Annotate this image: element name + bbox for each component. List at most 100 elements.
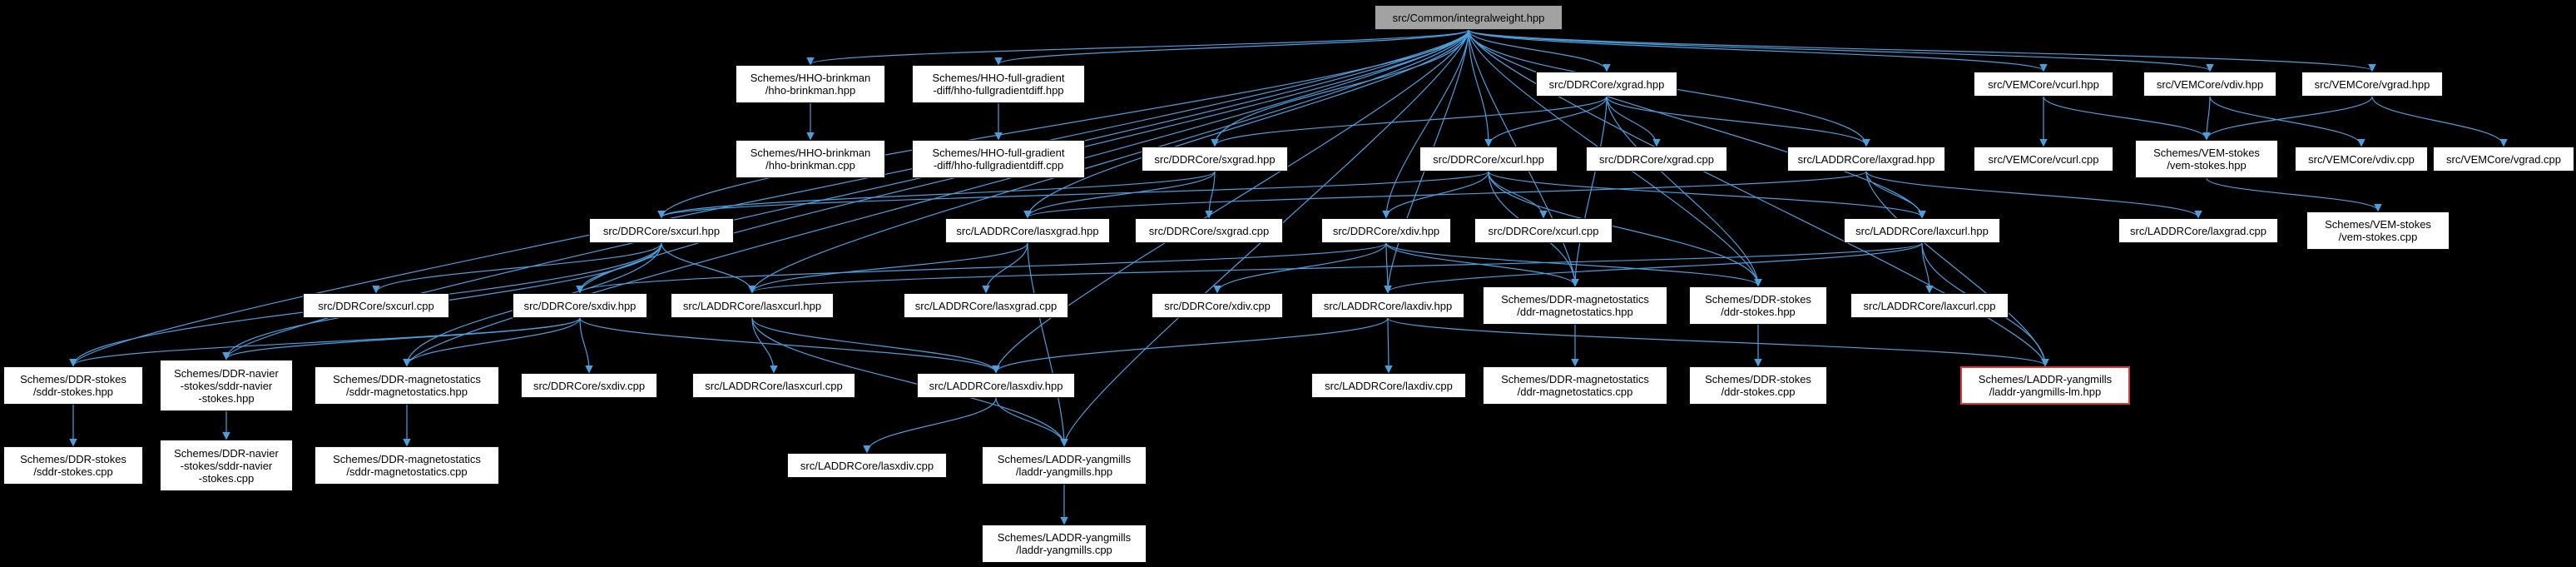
- graph-node-laddr_ym_lm_hpp[interactable]: Schemes/LADDR-yangmills/laddr-yangmills-…: [1960, 366, 2130, 405]
- graph-edge: [1606, 96, 1870, 147]
- graph-node-hho_brinkman_hpp[interactable]: Schemes/HHO-brinkman/hho-brinkman.hpp: [736, 65, 885, 103]
- graph-node-label: Schemes/HHO-full-gradient: [932, 147, 1065, 159]
- graph-edge: [1027, 242, 1068, 447]
- graph-node-laddr_ym_cpp[interactable]: Schemes/LADDR-yangmills/laddr-yangmills.…: [982, 525, 1147, 563]
- graph-node-laxcurl_hpp[interactable]: src/LADDRCore/laxcurl.hpp: [1844, 218, 2000, 243]
- graph-node-ddr_mag_hpp[interactable]: Schemes/DDR-magnetostatics/ddr-magnetost…: [1483, 286, 1667, 325]
- graph-edge: [2206, 177, 2382, 212]
- graph-node-label: src/Common/integralweight.hpp: [1392, 11, 1545, 24]
- graph-edge: [1484, 96, 1608, 147]
- graph-node-sxcurl_cpp[interactable]: src/DDRCore/sxcurl.cpp: [303, 293, 449, 318]
- graph-node-sddr_mag_cpp[interactable]: Schemes/DDR-magnetostatics/sddr-magnetos…: [315, 446, 499, 485]
- graph-node-label: /ddr-stokes.hpp: [1721, 306, 1796, 318]
- graph-node-laxcurl_cpp[interactable]: src/LADDRCore/laxcurl.cpp: [1850, 293, 2009, 318]
- graph-node-xdiv_cpp[interactable]: src/DDRCore/xdiv.cpp: [1152, 293, 1283, 318]
- graph-edge: [1385, 242, 1762, 287]
- graph-node-hho_fgd_cpp[interactable]: Schemes/HHO-full-gradient-diff/hho-fullg…: [912, 140, 1085, 178]
- graph-edge: [1468, 29, 2048, 72]
- graph-edge: [372, 242, 662, 294]
- graph-node-label: src/LADDRCore/laxgrad.cpp: [2129, 224, 2266, 237]
- graph-node-vem_stokes_cpp[interactable]: Schemes/VEM-stokes/vem-stokes.cpp: [2306, 211, 2450, 250]
- graph-node-laxdiv_cpp[interactable]: src/LADDRCore/laxdiv.cpp: [1311, 373, 1466, 398]
- graph-edge: [1488, 171, 1548, 219]
- graph-node-label: /hho-brinkman.hpp: [765, 84, 856, 97]
- graph-node-vcurl_cpp[interactable]: src/VEMCore/vcurl.cpp: [1974, 147, 2113, 172]
- graph-node-lasxcurl_cpp[interactable]: src/LADDRCore/lasxcurl.cpp: [692, 373, 855, 398]
- graph-node-xgrad_hpp[interactable]: src/DDRCore/xgrad.hpp: [1536, 72, 1677, 97]
- graph-edge: [222, 317, 581, 361]
- graph-edge: [1023, 171, 1867, 219]
- graph-edge: [1468, 29, 2214, 72]
- graph-edge: [657, 29, 1469, 219]
- graph-node-ddr_mag_cpp[interactable]: Schemes/DDR-magnetostatics/ddr-magnetost…: [1483, 366, 1667, 405]
- graph-node-hho_brinkman_cpp[interactable]: Schemes/HHO-brinkman/hho-brinkman.cpp: [736, 140, 885, 178]
- graph-edge: [1865, 171, 2202, 219]
- graph-node-laxgrad_hpp[interactable]: src/LADDRCore/laxgrad.hpp: [1787, 147, 1945, 172]
- graph-node-label: src/DDRCore/xgrad.cpp: [1599, 152, 1714, 166]
- graph-node-label: Schemes/LADDR-yangmills: [997, 453, 1132, 465]
- graph-node-lasxdiv_cpp[interactable]: src/LADDRCore/lasxdiv.cpp: [787, 453, 947, 478]
- graph-node-lasxcurl_hpp[interactable]: src/LADDRCore/lasxcurl.hpp: [671, 293, 834, 318]
- graph-node-label: src/VEMCore/vgrad.cpp: [2446, 152, 2561, 166]
- graph-node-ddr_stokes_cpp[interactable]: Schemes/DDR-stokes/ddr-stokes.cpp: [1689, 366, 1827, 405]
- graph-node-sddr_stokes_hpp[interactable]: Schemes/DDR-stokes/sddr-stokes.hpp: [3, 366, 143, 405]
- graph-edge: [2202, 96, 2211, 141]
- graph-node-label: src/DDRCore/sxgrad.cpp: [1148, 224, 1270, 237]
- graph-node-sxgrad_hpp[interactable]: src/DDRCore/sxgrad.hpp: [1142, 147, 1288, 172]
- graph-edge: [1384, 242, 1923, 294]
- graph-node-vcurl_hpp[interactable]: src/VEMCore/vcurl.hpp: [1974, 72, 2113, 97]
- graph-node-lasxdiv_hpp[interactable]: src/LADDRCore/lasxdiv.hpp: [917, 373, 1075, 398]
- graph-node-label: Schemes/DDR-navier: [174, 446, 279, 460]
- graph-edge: [992, 317, 1389, 374]
- graph-node-laxdiv_hpp[interactable]: src/LADDRCore/laxdiv.hpp: [1311, 293, 1464, 318]
- graph-node-xcurl_cpp[interactable]: src/DDRCore/xcurl.cpp: [1474, 218, 1612, 243]
- graph-node-root[interactable]: src/Common/integralweight.hpp: [1375, 5, 1563, 30]
- graph-node-label: src/DDRCore/xdiv.cpp: [1164, 299, 1271, 312]
- graph-node-label: /sddr-stokes.cpp: [33, 465, 113, 478]
- graph-node-label: src/LADDRCore/laxcurl.cpp: [1863, 299, 1996, 312]
- graph-node-label: Schemes/DDR-navier: [174, 366, 279, 380]
- graph-node-sxdiv_cpp[interactable]: src/DDRCore/sxdiv.cpp: [521, 373, 657, 398]
- graph-node-label: src/VEMCore/vdiv.cpp: [2308, 152, 2415, 166]
- graph-node-sxdiv_hpp[interactable]: src/DDRCore/sxdiv.hpp: [513, 293, 647, 318]
- graph-node-vgrad_cpp[interactable]: src/VEMCore/vgrad.cpp: [2433, 147, 2574, 172]
- graph-edge: [995, 397, 1068, 447]
- graph-node-label: Schemes/DDR-stokes: [1705, 373, 1811, 385]
- graph-node-xgrad_cpp[interactable]: src/DDRCore/xgrad.cpp: [1586, 147, 1727, 172]
- graph-edge: [748, 29, 1469, 294]
- graph-node-ddr_stokes_hpp[interactable]: Schemes/DDR-stokes/ddr-stokes.hpp: [1689, 286, 1827, 325]
- graph-node-laxgrad_cpp[interactable]: src/LADDRCore/laxgrad.cpp: [2118, 218, 2278, 243]
- graph-node-sxcurl_hpp[interactable]: src/DDRCore/sxcurl.hpp: [589, 218, 734, 243]
- graph-node-label: src/DDRCore/sxdiv.cpp: [533, 379, 646, 392]
- graph-node-xdiv_hpp[interactable]: src/DDRCore/xdiv.hpp: [1321, 218, 1451, 243]
- graph-node-vdiv_hpp[interactable]: src/VEMCore/vdiv.hpp: [2143, 72, 2276, 97]
- graph-node-vgrad_hpp[interactable]: src/VEMCore/vgrad.hpp: [2301, 72, 2443, 97]
- graph-node-sddr_mag_hpp[interactable]: Schemes/DDR-magnetostatics/sddr-magnetos…: [315, 366, 499, 405]
- graph-node-label: src/DDRCore/sxcurl.hpp: [602, 224, 721, 237]
- graph-node-label: -stokes/sddr-navier: [180, 379, 273, 392]
- graph-node-sddr_stokes_cpp[interactable]: Schemes/DDR-stokes/sddr-stokes.cpp: [3, 446, 143, 485]
- graph-node-lasxgrad_hpp[interactable]: src/LADDRCore/lasxgrad.hpp: [945, 218, 1110, 243]
- graph-node-label: Schemes/HHO-brinkman: [750, 147, 871, 159]
- graph-node-lasxgrad_cpp[interactable]: src/LADDRCore/lasxgrad.cpp: [904, 293, 1068, 318]
- graph-edge: [579, 317, 593, 374]
- graph-node-label: Schemes/LADDR-yangmills: [1978, 373, 2113, 385]
- graph-node-hho_fgd_hpp[interactable]: Schemes/HHO-full-gradient-diff/hho-fullg…: [912, 65, 1085, 103]
- graph-edge: [1211, 96, 1608, 147]
- graph-node-vem_stokes_hpp[interactable]: Schemes/VEM-stokes/vem-stokes.hpp: [2135, 140, 2278, 178]
- graph-node-sddr_ns_hpp[interactable]: Schemes/DDR-navier-stokes/sddr-navier-st…: [160, 360, 293, 411]
- graph-edge: [1468, 29, 1926, 219]
- graph-node-vdiv_cpp[interactable]: src/VEMCore/vdiv.cpp: [2295, 147, 2428, 172]
- graph-node-label: src/LADDRCore/lasxgrad.cpp: [914, 299, 1058, 312]
- graph-node-label: src/DDRCore/xgrad.hpp: [1548, 77, 1665, 91]
- graph-node-sddr_ns_cpp[interactable]: Schemes/DDR-navier-stokes/sddr-navier-st…: [160, 440, 293, 491]
- graph-edge: [403, 317, 581, 367]
- graph-node-sxgrad_cpp[interactable]: src/DDRCore/sxgrad.cpp: [1135, 218, 1283, 243]
- graph-node-xcurl_hpp[interactable]: src/DDRCore/xcurl.hpp: [1419, 147, 1558, 172]
- graph-edge: [994, 29, 1469, 66]
- graph-node-laddr_ym_hpp[interactable]: Schemes/LADDR-yangmills/laddr-yangmills.…: [982, 446, 1147, 485]
- graph-node-label: -stokes.cpp: [198, 471, 255, 485]
- graph-edge: [1468, 29, 1611, 72]
